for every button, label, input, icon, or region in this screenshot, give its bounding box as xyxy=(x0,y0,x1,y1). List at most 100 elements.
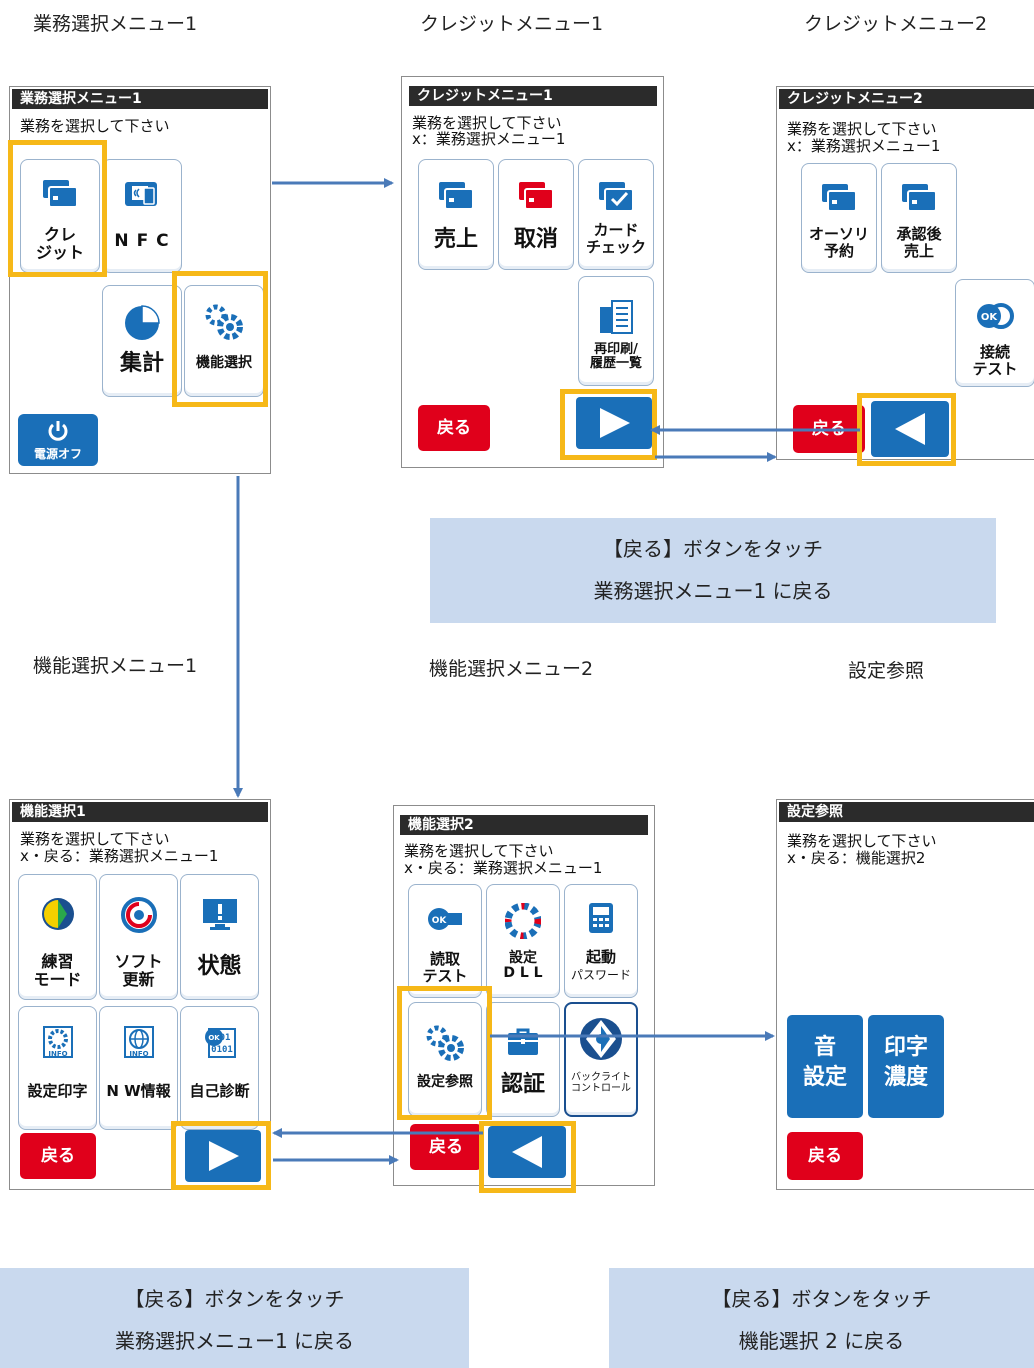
svg-text:INFO: INFO xyxy=(129,1050,148,1058)
card-icon xyxy=(43,180,78,208)
screen-title: クレジットメニュー1 xyxy=(409,86,657,106)
instruction-text: 業務を選択して下さい xyxy=(412,114,562,132)
inji-noudo-button[interactable]: 印字 濃度 xyxy=(868,1015,944,1118)
kidou-tile[interactable]: 起動 パスワード xyxy=(564,884,638,998)
yomitori-tile[interactable]: OK 読取 テスト xyxy=(408,884,482,998)
ok-link-icon: OK xyxy=(977,303,1014,329)
caption-settei: 設定参照 xyxy=(848,660,925,682)
terminal-icon xyxy=(589,903,613,933)
renshu-tile[interactable]: 練習 モード xyxy=(18,874,97,1000)
shukei-tile[interactable]: 集計 xyxy=(102,285,182,397)
setteisansho-label: 設定参照 xyxy=(417,1074,473,1090)
torikeshi-tile[interactable]: 取消 xyxy=(498,159,574,270)
setteisansho-tile[interactable]: 設定参照 xyxy=(408,1002,482,1117)
nfc-tile[interactable]: N F C xyxy=(102,159,182,273)
torikeshi-label: 取消 xyxy=(513,227,558,252)
screen-title: 機能選択1 xyxy=(12,802,268,822)
oto-settei-button[interactable]: 音 設定 xyxy=(787,1015,863,1118)
svg-text:OK: OK xyxy=(208,1034,220,1042)
nw-tile[interactable]: INFO N W情報 xyxy=(99,1006,178,1130)
uriage-tile[interactable]: 売上 xyxy=(418,159,494,270)
next-button[interactable] xyxy=(185,1130,261,1182)
lifebuoy-icon xyxy=(505,903,541,939)
backlight-icon xyxy=(580,1018,622,1060)
highlight-credit xyxy=(8,140,107,277)
cardcheck-label: カード チェック xyxy=(585,221,646,256)
screen-title: 業務選択メニュー1 xyxy=(12,89,268,109)
note-bottom-left-line2: 業務選択メニュー1 に戻る xyxy=(114,1329,355,1353)
cardcheck-tile[interactable]: カード チェック xyxy=(578,159,654,270)
highlight-kinou2-prev xyxy=(479,1121,576,1193)
leaf-icon xyxy=(41,898,74,930)
reprint-tile[interactable]: 再印刷/ 履歴一覧 xyxy=(578,276,654,386)
renshu-label: 練習 モード xyxy=(33,952,82,989)
screen-credit1: クレジットメニュー1 業務を選択して下さい x：業務選択メニュー1 売上 取消 … xyxy=(401,76,664,468)
svg-text:01: 01 xyxy=(219,1033,230,1043)
setsuzoku-tile[interactable]: OK 接続 テスト xyxy=(955,279,1034,387)
next-button[interactable] xyxy=(576,397,652,449)
svg-text:OK: OK xyxy=(981,312,999,323)
highlight-setteisansho xyxy=(397,986,492,1120)
caption-kinou1: 機能選択メニュー1 xyxy=(33,655,198,677)
setteidll-tile[interactable]: 設定 D L L xyxy=(486,884,560,998)
shukei-label: 集計 xyxy=(119,351,164,376)
prev-button[interactable] xyxy=(488,1126,566,1178)
gears-icon xyxy=(426,1025,464,1061)
caption-kinou2: 機能選択メニュー2 xyxy=(429,658,594,680)
setteiinji-tile[interactable]: INFO 設定印字 xyxy=(18,1006,97,1130)
power-off-button[interactable]: 電源オフ xyxy=(18,414,98,466)
soft-tile[interactable]: ソフト 更新 xyxy=(99,874,178,1000)
uriage-label: 売上 xyxy=(433,227,478,252)
screen-title: クレジットメニュー2 xyxy=(779,89,1034,109)
instruction-text: 業務を選択して下さい xyxy=(787,832,937,850)
card-icon xyxy=(822,184,857,212)
credit-label: クレ ジット xyxy=(35,225,84,262)
play-left-icon xyxy=(512,1136,542,1168)
play-right-icon xyxy=(600,408,630,438)
note-bottom-right-line2: 機能選択 2 に戻る xyxy=(738,1329,905,1353)
ok-reader-icon: OK xyxy=(428,908,462,930)
document-icon xyxy=(600,300,633,334)
back-button[interactable]: 戻る xyxy=(787,1132,863,1180)
backlight-tile[interactable]: バックライト コントロール xyxy=(564,1002,638,1117)
jotai-tile[interactable]: 状態 xyxy=(180,874,259,1000)
backlight-label: バックライト コントロール xyxy=(571,1072,631,1094)
back-button[interactable]: 戻る xyxy=(418,405,490,451)
note-top-line1: 【戻る】ボタンをタッチ xyxy=(603,537,823,561)
setsuzoku-label: 接続 テスト xyxy=(972,343,1018,378)
screen-gyomu1: 業務選択メニュー1 業務を選択して下さい クレ ジット N F C 集計 機能選… xyxy=(9,86,271,474)
soft-label: ソフト 更新 xyxy=(114,952,163,989)
screen-credit2: クレジットメニュー2 業務を選択して下さい x：業務選択メニュー1 オーソリ 予… xyxy=(776,86,1034,460)
note-bottom-left-line1: 【戻る】ボタンをタッチ xyxy=(124,1287,345,1311)
shoningo-tile[interactable]: 承認後 売上 xyxy=(881,163,957,273)
screen-title: 機能選択2 xyxy=(400,815,648,835)
refresh-icon xyxy=(120,897,157,933)
card-icon xyxy=(439,182,474,210)
instruction-text-2: x・戻る：業務選択メニュー1 xyxy=(20,847,219,865)
instruction-text-2: x：業務選択メニュー1 xyxy=(412,130,566,148)
note-bottom-left: 【戻る】ボタンをタッチ 業務選択メニュー1 に戻る xyxy=(0,1268,469,1368)
credit-tile[interactable]: クレ ジット xyxy=(20,159,100,273)
authori-tile[interactable]: オーソリ 予約 xyxy=(801,163,877,273)
note-bottom-right-line1: 【戻る】ボタンをタッチ xyxy=(711,1287,932,1311)
prev-button[interactable] xyxy=(871,401,949,457)
instruction-text-2: x：業務選択メニュー1 xyxy=(787,137,941,155)
note-bottom-right: 【戻る】ボタンをタッチ 機能選択 2 に戻る xyxy=(609,1268,1034,1368)
ninsho-tile[interactable]: 認証 xyxy=(486,1002,560,1117)
instruction-text: 業務を選択して下さい xyxy=(787,120,937,138)
caption-credit2: クレジットメニュー2 xyxy=(804,13,988,35)
card-check-icon xyxy=(599,182,634,212)
caption-credit1: クレジットメニュー1 xyxy=(420,13,604,35)
jikoshindan-label: 自己診断 xyxy=(189,1082,250,1100)
highlight-kinou1-next xyxy=(171,1121,271,1190)
kidou-label: 起動 xyxy=(585,948,616,966)
instruction-text: 業務を選択して下さい xyxy=(20,117,170,135)
kinou-tile[interactable]: 機能選択 xyxy=(184,285,264,397)
briefcase-icon xyxy=(508,1028,538,1055)
back-button[interactable]: 戻る xyxy=(20,1133,96,1179)
svg-text:INFO: INFO xyxy=(48,1050,67,1058)
caption-gyomu1: 業務選択メニュー1 xyxy=(33,13,198,35)
nfc-label: N F C xyxy=(114,231,170,251)
